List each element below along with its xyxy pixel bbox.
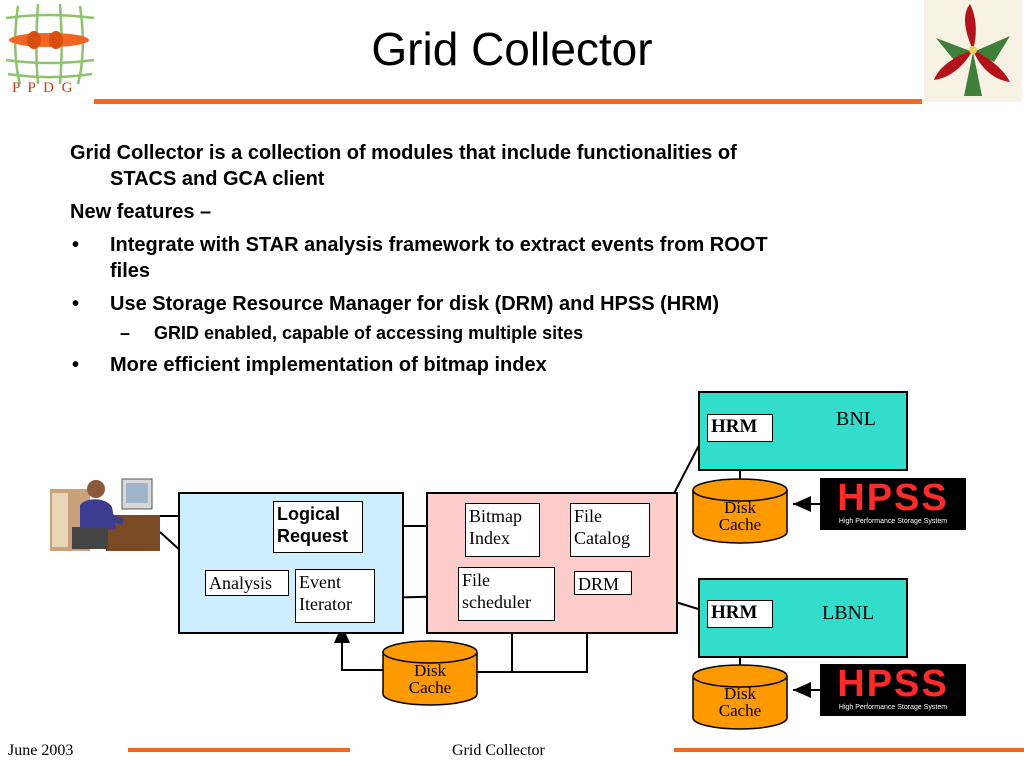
logical-request-node: Logical Request <box>273 501 363 553</box>
bullet-item-3-text: More efficient implementation of bitmap … <box>110 354 547 376</box>
bnl-disk-cache-label-1: Disk <box>723 498 757 517</box>
bullet-item-1: • Integrate with STAR analysis framework… <box>70 232 970 284</box>
bullet-item-2-text: Use Storage Resource Manager for disk (D… <box>110 293 719 315</box>
lbnl-disk-cache-cylinder: Disk Cache <box>692 664 788 730</box>
footer-date: June 2003 <box>8 742 74 759</box>
bitmap-index-node: Bitmap Index <box>465 503 540 557</box>
hpss-caption: High Performance Storage System <box>838 518 948 525</box>
intro-paragraph: Grid Collector is a collection of module… <box>70 140 970 192</box>
event-iterator-label-2: Iterator <box>299 594 352 614</box>
bullet-marker: • <box>72 234 80 256</box>
file-scheduler-node: File scheduler <box>458 567 555 621</box>
file-catalog-label-1: File <box>574 506 603 526</box>
bullet-list: Grid Collector is a collection of module… <box>70 140 970 385</box>
sub-bullet-text: GRID enabled, capable of accessing multi… <box>154 323 584 343</box>
bullet-item-2: • Use Storage Resource Manager for disk … <box>70 291 970 317</box>
local-disk-cache-cylinder: Disk Cache <box>382 640 478 706</box>
bnl-hrm-label: HRM <box>711 416 758 437</box>
lbnl-hrm-node: HRM <box>707 600 773 628</box>
lbnl-hpss-logo: HPSS High Performance Storage System <box>820 664 966 716</box>
lbnl-disk-cache-label-1: Disk <box>723 684 757 703</box>
bitmap-index-label-1: Bitmap <box>469 506 522 526</box>
bullet-marker: • <box>72 354 80 376</box>
new-features-heading: New features – <box>70 201 212 223</box>
bnl-disk-cache-cylinder: Disk Cache <box>692 478 788 544</box>
bullet-marker: • <box>72 293 80 315</box>
page-title: Grid Collector <box>371 23 653 75</box>
lbnl-site-label: LBNL <box>822 602 875 624</box>
dash-marker: – <box>120 323 131 343</box>
bnl-hpss-logo: HPSS High Performance Storage System <box>820 478 966 530</box>
user-at-computer-image <box>50 475 160 553</box>
analysis-node: Analysis <box>205 570 289 596</box>
file-scheduler-label-2: scheduler <box>462 592 531 612</box>
file-catalog-node: File Catalog <box>570 503 650 557</box>
bullet-item-1-line-1: Integrate with STAR analysis framework t… <box>110 234 768 256</box>
intro-line-2: STACS and GCA client <box>110 168 325 190</box>
analysis-label: Analysis <box>209 573 272 593</box>
footer-rule-right <box>674 748 1024 752</box>
hpss-caption: High Performance Storage System <box>838 704 948 711</box>
trillium-flower-image <box>924 0 1022 102</box>
logical-request-label-2: Request <box>277 526 349 546</box>
hpss-logo-text: HPSS <box>837 477 949 519</box>
hpss-logo-text: HPSS <box>837 663 949 705</box>
local-disk-cache-label-1: Disk <box>413 661 447 680</box>
drm-label: DRM <box>578 574 620 594</box>
event-iterator-label-1: Event <box>299 572 341 592</box>
ppdg-logo <box>4 2 96 98</box>
sub-bullet-item: – GRID enabled, capable of accessing mul… <box>70 321 970 345</box>
intro-line-1: Grid Collector is a collection of module… <box>70 142 737 164</box>
event-iterator-node: Event Iterator <box>295 569 375 623</box>
footer-rule-left <box>128 748 350 752</box>
bitmap-index-label-2: Index <box>469 528 510 548</box>
bnl-disk-cache-label-2: Cache <box>718 515 762 534</box>
bullet-item-3: • More efficient implementation of bitma… <box>70 352 970 378</box>
title-underline <box>94 99 922 104</box>
bnl-site-label: BNL <box>836 408 876 430</box>
lbnl-disk-cache-label-2: Cache <box>718 701 762 720</box>
footer-title: Grid Collector <box>452 742 545 759</box>
lbnl-hrm-label: HRM <box>711 602 758 623</box>
disk-cache-to-event-iterator-arrow <box>334 625 383 671</box>
drm-node: DRM <box>574 571 632 595</box>
bullet-item-1-line-2: files <box>110 260 151 282</box>
file-scheduler-label-1: File <box>462 570 491 590</box>
local-disk-cache-label-2: Cache <box>408 678 452 697</box>
bnl-hrm-node: HRM <box>707 414 773 442</box>
logical-request-label-1: Logical <box>277 504 341 524</box>
ppdg-logo-text: P P D G <box>12 80 75 96</box>
file-catalog-label-2: Catalog <box>574 528 630 548</box>
